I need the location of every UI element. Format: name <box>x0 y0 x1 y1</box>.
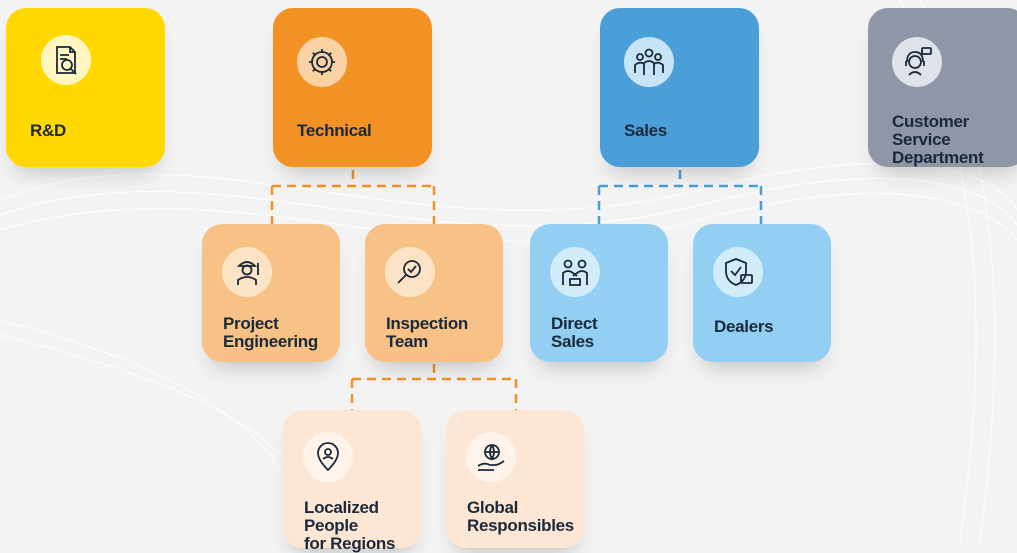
localized-people-card[interactable]: Localized People for Regions <box>283 410 421 553</box>
global-responsibles-card[interactable]: Global Responsibles <box>446 410 584 548</box>
customer-service-card[interactable]: Customer Service Department <box>868 8 1017 167</box>
team-icon <box>624 37 674 87</box>
inspection-team-card[interactable]: Inspection Team <box>365 224 503 362</box>
globe-hand-icon <box>466 432 516 482</box>
rnd-label: R&D <box>30 121 66 140</box>
rnd-card[interactable]: R&D <box>6 8 165 167</box>
engineer-icon <box>222 247 272 297</box>
gear-icon <box>297 37 347 87</box>
document-search-icon <box>41 35 91 85</box>
project-engineering-card[interactable]: Project Engineering <box>202 224 340 362</box>
technical-label: Technical <box>297 121 372 140</box>
direct-sales-label: Direct Sales <box>551 314 598 351</box>
magnifier-check-icon <box>385 247 435 297</box>
dealers-card[interactable]: Dealers <box>693 224 831 362</box>
customer-service-label: Customer Service Department <box>892 112 984 167</box>
localized-people-label: Localized People for Regions <box>304 498 396 553</box>
sales-label: Sales <box>624 121 667 140</box>
project-engineering-label: Project Engineering <box>223 314 318 351</box>
support-agent-icon <box>892 37 942 87</box>
direct-sales-card[interactable]: Direct Sales <box>530 224 668 362</box>
sales-card[interactable]: Sales <box>600 8 759 167</box>
shield-check-icon <box>713 247 763 297</box>
handshake-icon <box>550 247 600 297</box>
inspection-team-label: Inspection Team <box>386 314 469 351</box>
global-responsibles-label: Global Responsibles <box>467 498 574 535</box>
technical-card[interactable]: Technical <box>273 8 432 167</box>
location-pin-icon <box>303 432 353 482</box>
dealers-label: Dealers <box>714 317 774 336</box>
